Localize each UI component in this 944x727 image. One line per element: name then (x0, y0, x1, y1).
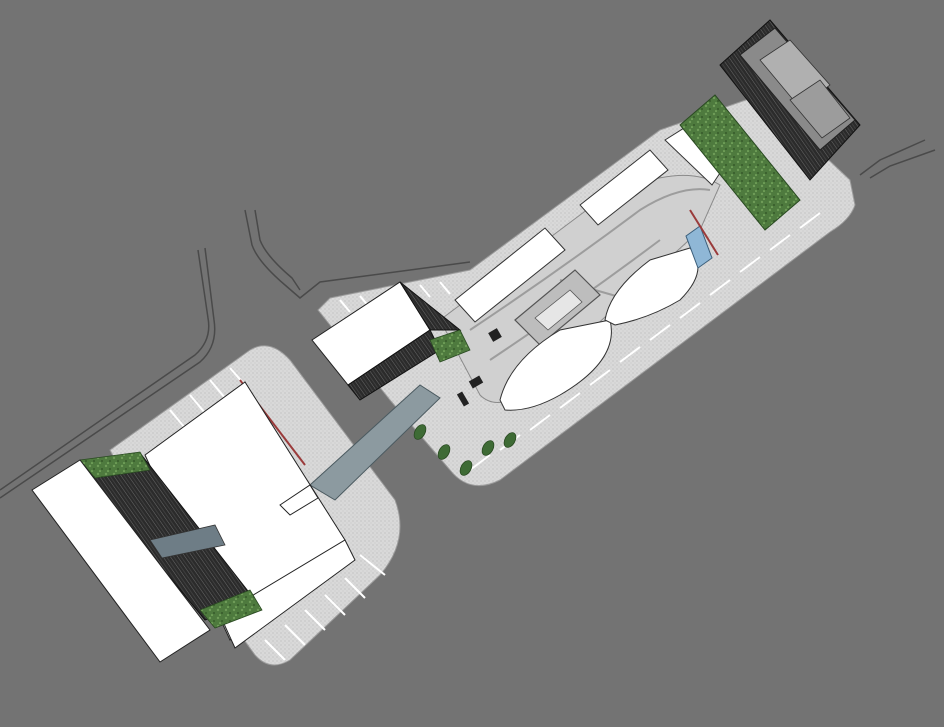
east-pavilion-2 (579, 149, 669, 226)
road-edge-lines (0, 139, 936, 499)
pedestrian-bridge (309, 384, 441, 501)
northeast-tower (719, 19, 861, 181)
east-pavilion-1 (454, 227, 566, 323)
curved-roof-building-2 (604, 247, 699, 326)
tree-row (413, 424, 517, 476)
bridge-plaza-objects (456, 328, 502, 407)
kiosk (279, 484, 319, 516)
green-courtyard-northeast (679, 94, 801, 231)
bridge-head-tower (311, 281, 471, 401)
west-slab-building (31, 459, 211, 663)
water-feature (685, 225, 713, 269)
curved-roof-building (499, 319, 612, 411)
